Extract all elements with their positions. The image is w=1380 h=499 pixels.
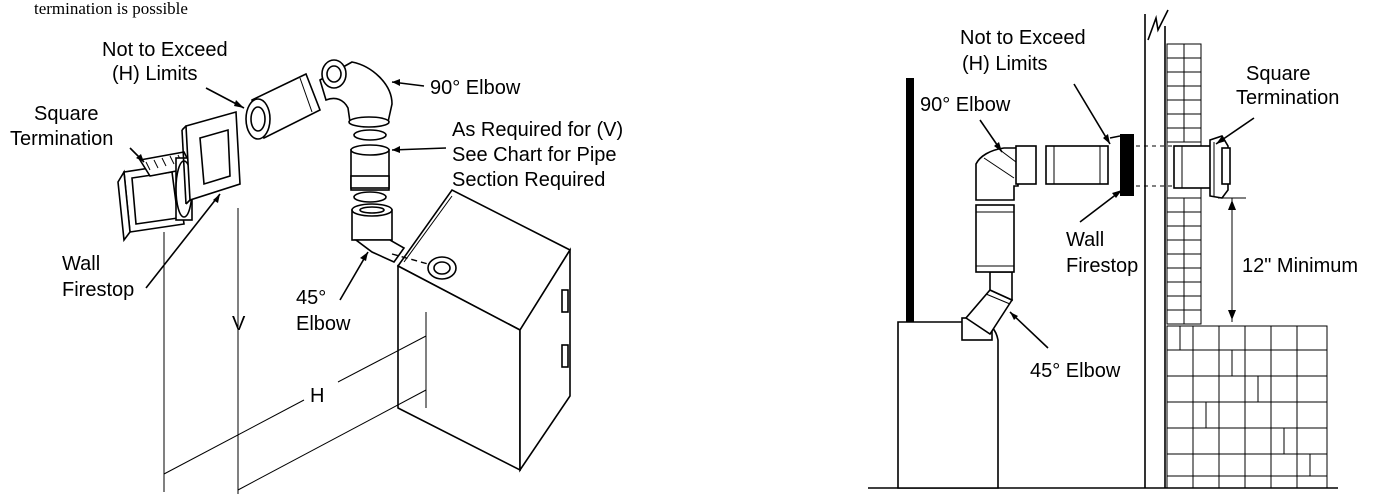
minimum-dimension [1218, 197, 1246, 322]
dimension-v: V [232, 313, 246, 335]
label-wall-line1: Wall [62, 253, 100, 275]
label-not-to-exceed-right-line1: Not to Exceed [960, 27, 1086, 49]
leader-lines-right [979, 83, 1255, 349]
elbow-90-left [319, 59, 393, 128]
wall-firestop-plate [181, 110, 241, 205]
elbow-45-right [964, 271, 1014, 336]
label-not-to-exceed-line2: (H) Limits [112, 63, 198, 85]
brick-foundation [1166, 325, 1328, 489]
label-square-right-line1: Square [1246, 63, 1311, 85]
wall-firestop-right [1120, 134, 1134, 196]
label-required-line1: As Required for (V) [452, 119, 623, 141]
brick-column [1166, 43, 1202, 325]
vertical-pipe-right [975, 204, 1015, 273]
label-required-line2: See Chart for Pipe [452, 144, 617, 166]
left-isometric-diagram: Not to Exceed (H) Limits 90° Elbow As Re… [10, 39, 623, 494]
wall-section [1144, 9, 1169, 488]
appliance-side [897, 317, 999, 489]
label-square-line1: Square [34, 103, 99, 125]
label-not-to-exceed-right-line2: (H) Limits [962, 53, 1048, 75]
elbow-90-right [975, 145, 1037, 201]
label-wall-right-line2: Firestop [1066, 255, 1138, 277]
label-12-minimum: 12" Minimum [1242, 255, 1358, 277]
label-wall-line2: Firestop [62, 279, 134, 301]
appliance-box [391, 188, 572, 473]
vertical-pipe-section [350, 129, 390, 203]
vertical-post [906, 78, 914, 488]
label-not-to-exceed-line1: Not to Exceed [102, 39, 228, 61]
label-90-elbow-right: 90° Elbow [920, 94, 1011, 116]
right-side-view-diagram: Not to Exceed (H) Limits Square Terminat… [868, 9, 1358, 489]
dimension-lines-left [163, 208, 427, 494]
horizontal-pipe-right [1045, 145, 1109, 185]
label-90-elbow: 90° Elbow [430, 77, 521, 99]
square-termination [117, 151, 194, 243]
label-45-line1: 45° [296, 287, 326, 309]
label-square-line2: Termination [10, 128, 113, 150]
square-termination-right [1136, 135, 1231, 199]
dimension-h: H [310, 385, 324, 407]
label-required-line3: Section Required [452, 169, 605, 191]
label-45-line2: Elbow [296, 313, 351, 335]
elbow-45-left [351, 203, 406, 264]
header-text: termination is possible [34, 0, 188, 18]
horizontal-pipe [245, 72, 322, 140]
leader-lines-left [129, 79, 447, 301]
label-wall-right-line1: Wall [1066, 229, 1104, 251]
label-square-right-line2: Termination [1236, 87, 1339, 109]
label-45-elbow-right: 45° Elbow [1030, 360, 1121, 382]
